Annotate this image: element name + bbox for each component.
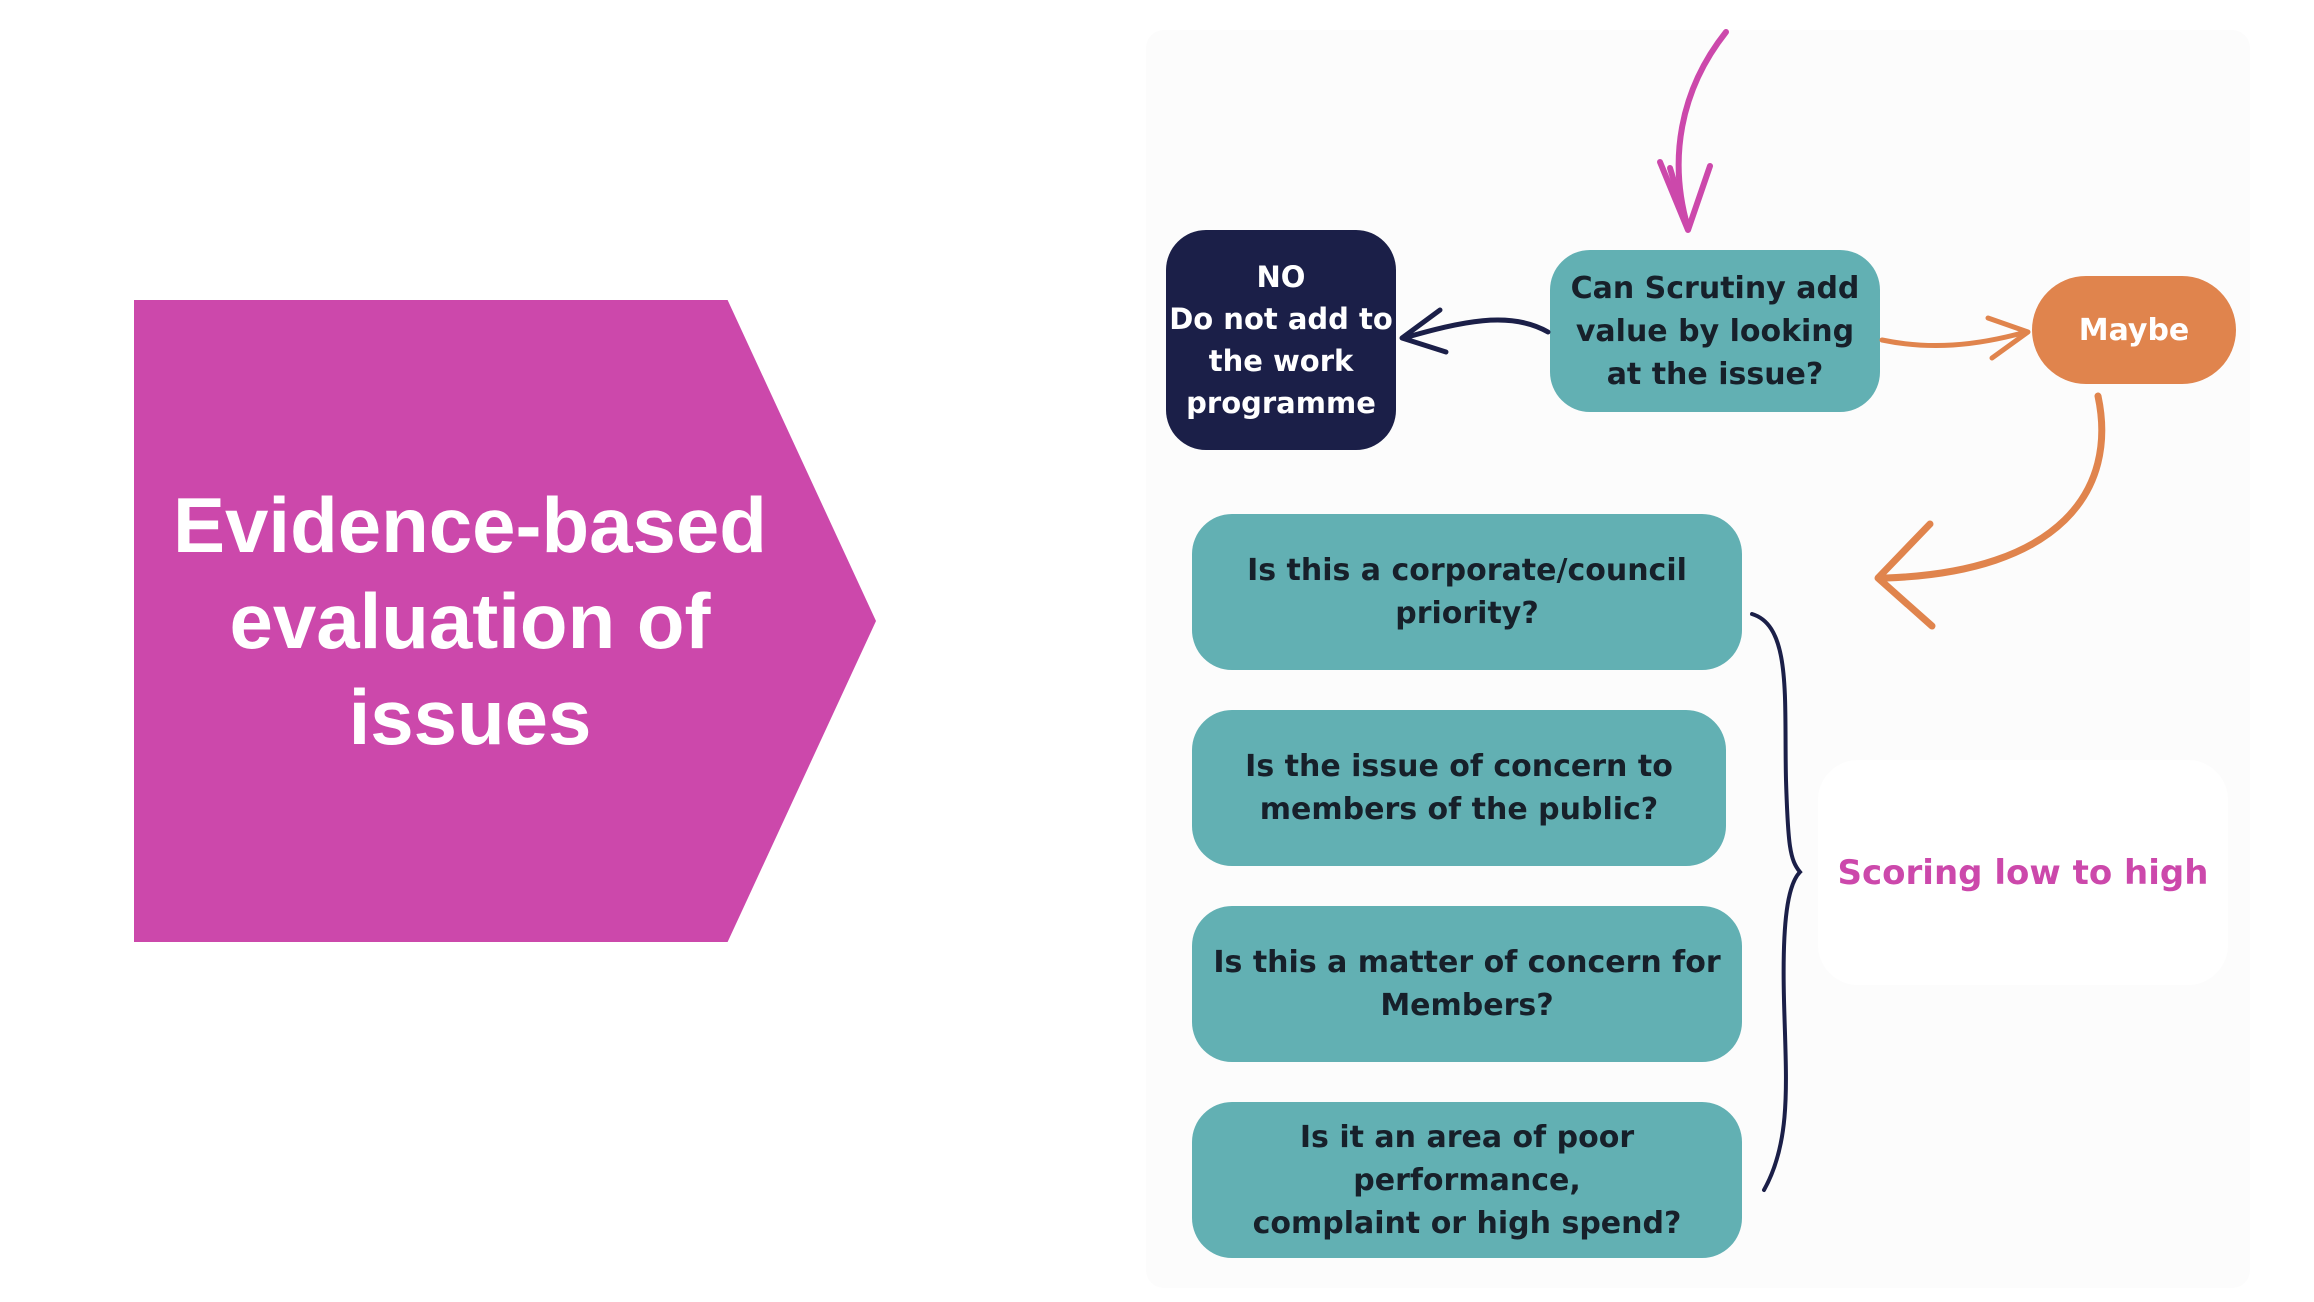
title-pentagon (134, 300, 876, 942)
criterion-box-public-concern: Is the issue of concern to members of th… (1192, 710, 1726, 866)
scrutiny-question-box: Can Scrutiny add value by looking at the… (1550, 250, 1880, 412)
scoring-label: Scoring low to high (1818, 760, 2228, 985)
no-outcome-box: NO Do not add to the work programme (1166, 230, 1396, 450)
maybe-box: Maybe (2032, 276, 2236, 384)
criterion-box-performance: Is it an area of poor performance, compl… (1192, 1102, 1742, 1258)
criterion-box-priority: Is this a corporate/council priority? (1192, 514, 1742, 670)
slide-title: Evidence-based evaluation of issues (173, 481, 767, 761)
criterion-box-members-concern: Is this a matter of concern for Members? (1192, 906, 1742, 1062)
